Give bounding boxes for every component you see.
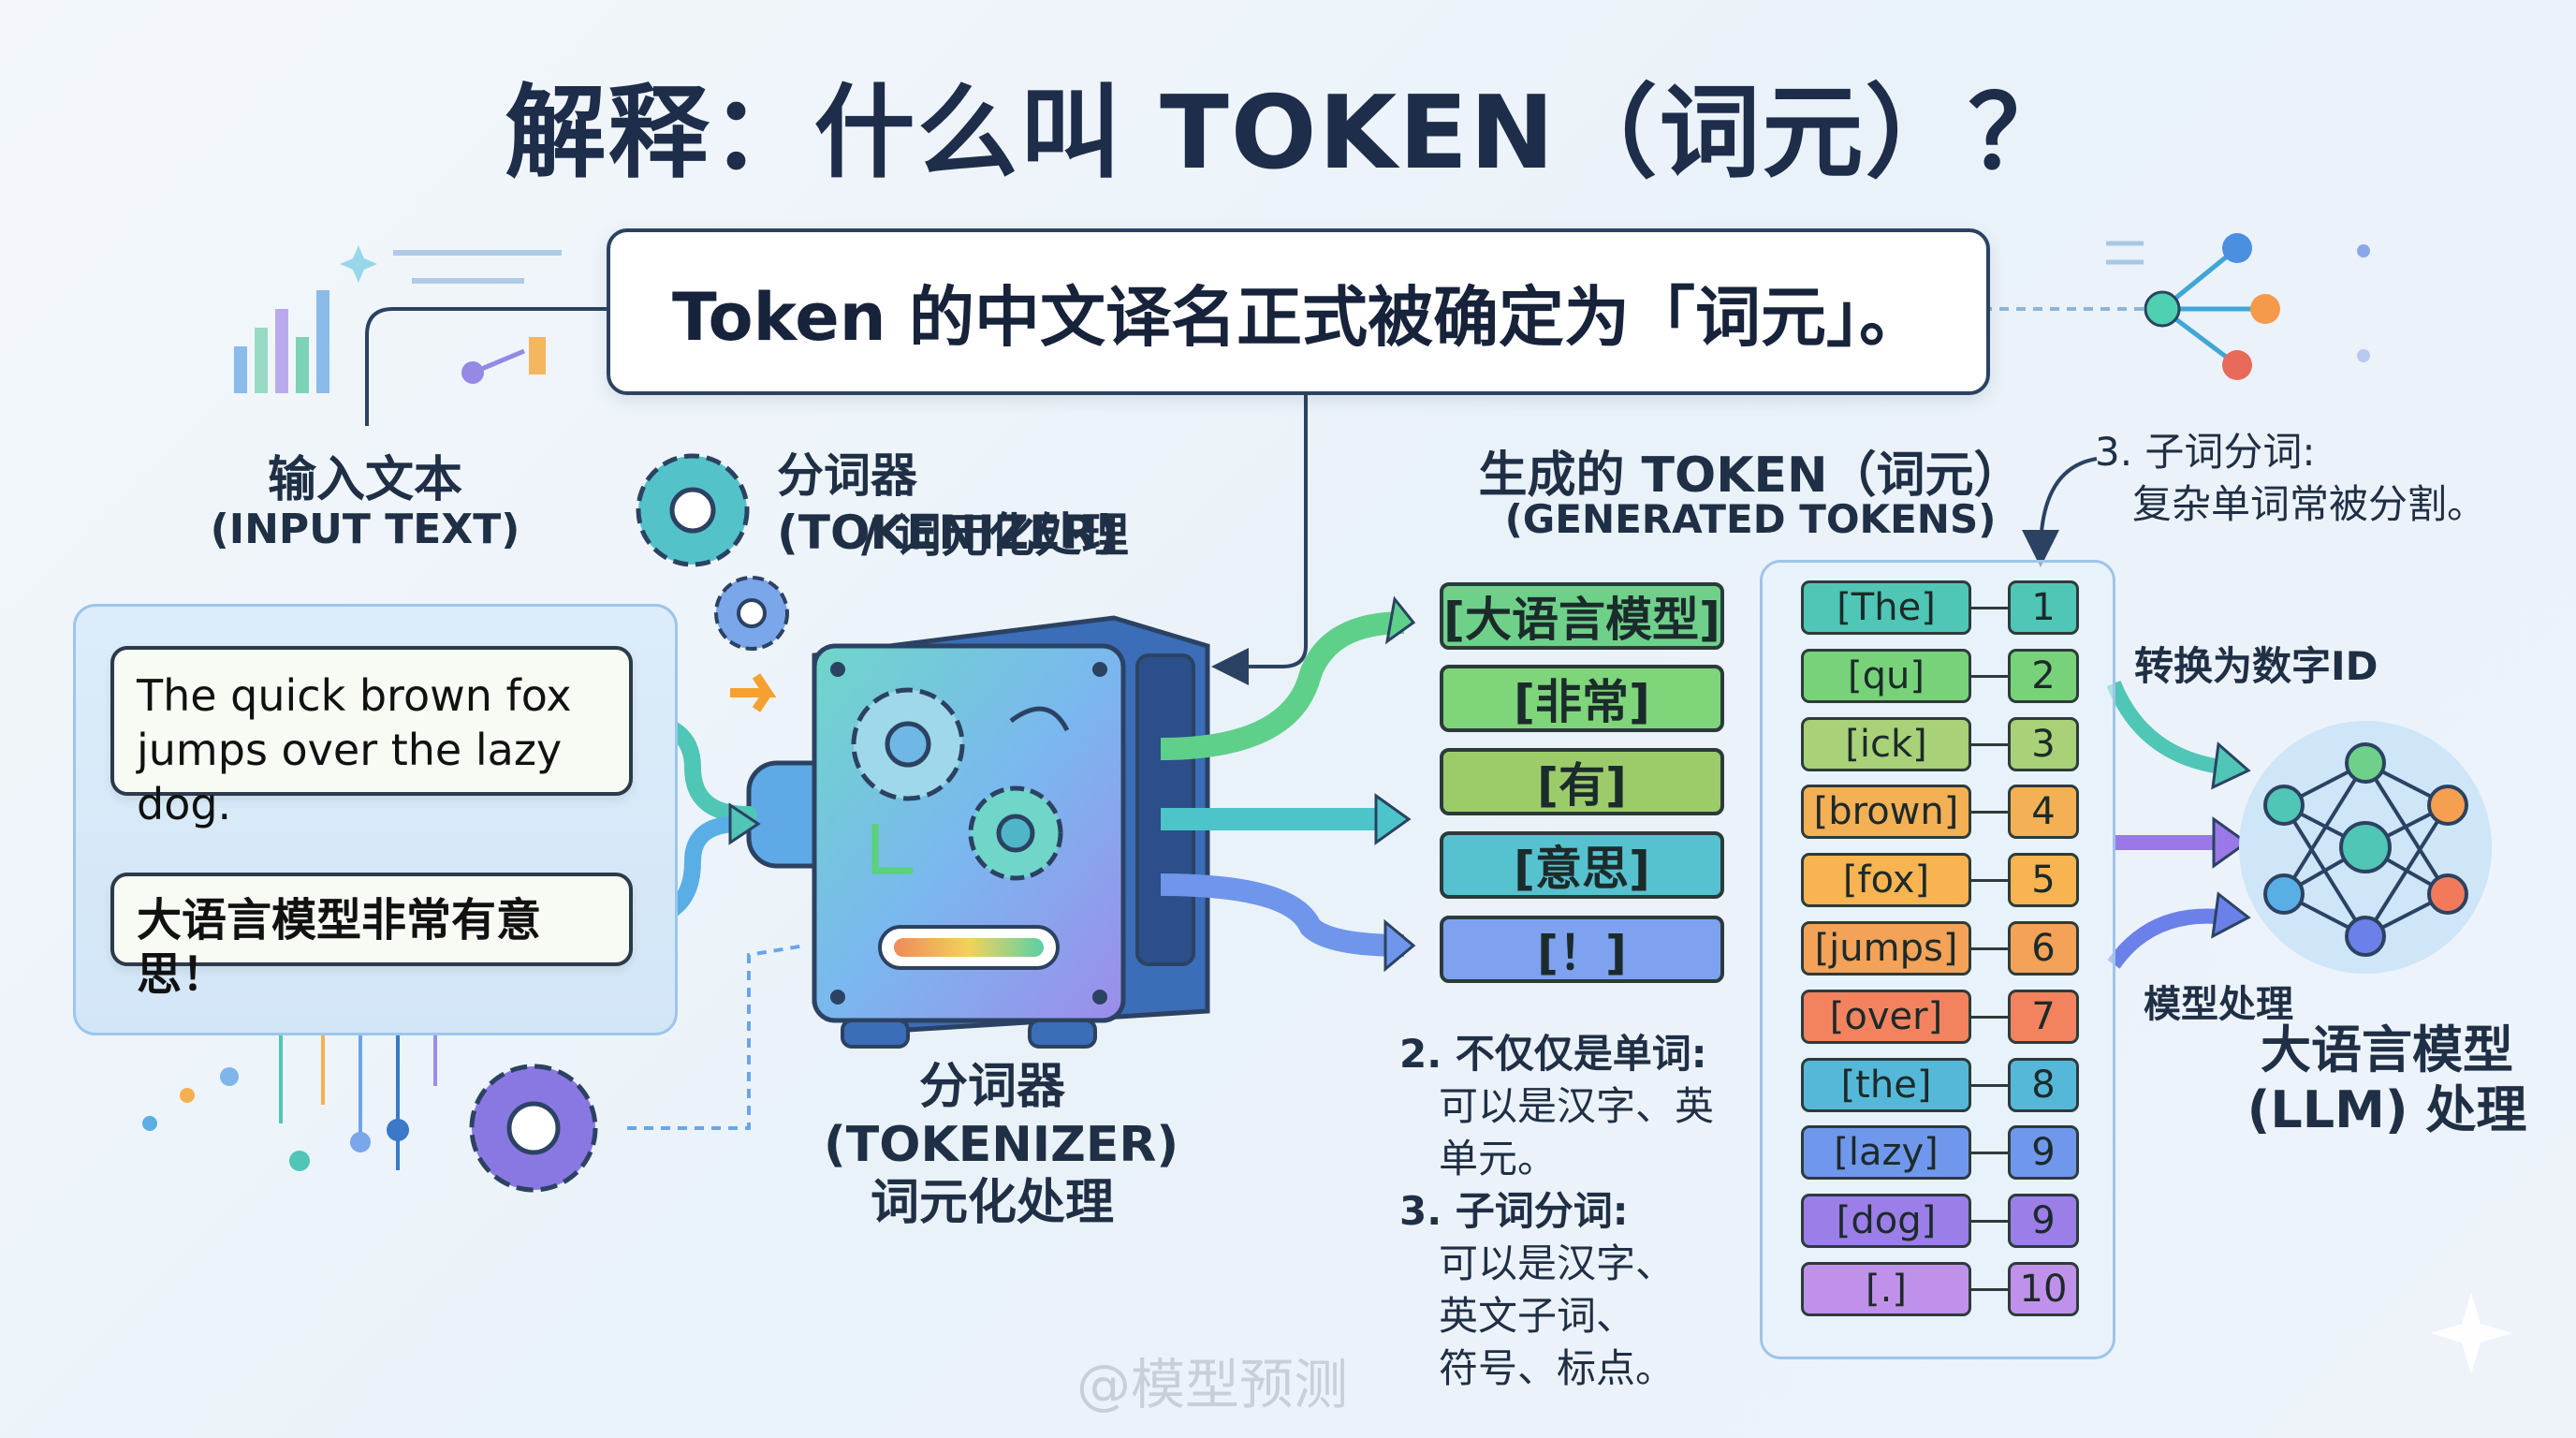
token-id: 4	[2008, 785, 2079, 840]
token-id-connector	[1971, 1288, 2008, 1291]
llm-network-icon	[2239, 721, 2492, 974]
tokenizer-caption-line2: (TOKENIZER)	[824, 1117, 1179, 1173]
token-id: 5	[2008, 853, 2079, 908]
subword-token: [dog]	[1801, 1194, 1971, 1249]
note2-head: 2. 不仅仅是单词:	[1399, 1031, 1707, 1077]
subword-token: [fox]	[1801, 853, 1971, 908]
token-id: 9	[2008, 1194, 2079, 1249]
token-id-connector	[1971, 947, 2008, 950]
sparkle-icon	[2430, 1292, 2512, 1374]
generated-tokens-title: 生成的 TOKEN（词元）	[1478, 448, 2023, 504]
tokenizer-caption-line1: 分词器	[918, 1059, 1065, 1115]
english-input-card: The quick brown fox jumps over the lazy …	[110, 646, 633, 829]
zh-token: [大语言模型]	[1440, 582, 1724, 650]
zh-token: [非常]	[1440, 665, 1724, 732]
token-id: 1	[2008, 580, 2079, 635]
subtitle-to-tokenizer-line	[1211, 388, 1308, 685]
token-id-connector	[1971, 879, 2008, 883]
convert-id-label: 转换为数字ID	[2134, 643, 2378, 689]
network-decor-icon	[2106, 233, 2370, 380]
tokenizer-machine	[746, 615, 1210, 1049]
model-process-label: 模型处理	[2144, 983, 2293, 1026]
tokenizer-caption: 分词器 (TOKENIZER) 词元化处理	[824, 1058, 1179, 1232]
english-text-line1: The quick brown fox	[137, 670, 572, 721]
input-subtitle: (INPUT TEXT)	[210, 506, 520, 553]
token-id: 8	[2008, 1057, 2079, 1112]
zh-token: [！]	[1440, 916, 1724, 983]
token-id-connector	[1971, 742, 2008, 746]
token-id: 6	[2008, 921, 2079, 976]
circuit-decor-icon	[142, 944, 806, 1193]
token-id: 9	[2008, 1125, 2079, 1181]
subtitle-to-input-line	[365, 307, 607, 426]
token-id: 3	[2008, 716, 2079, 771]
llm-title-line2: (LLM) 处理	[2247, 1080, 2527, 1139]
note3-line3: 符号、标点。	[1439, 1345, 1676, 1391]
subtitle-box: Token 的中文译名正式被确定为「词元」。	[607, 228, 1990, 395]
token-id: 2	[2008, 648, 2079, 703]
token-id-connector	[1971, 607, 2008, 609]
chart-decor-icon	[234, 245, 562, 393]
subword-token: [lazy]	[1801, 1125, 1971, 1181]
note2-line2: 单元。	[1439, 1136, 1558, 1181]
generated-tokens-subtitle: (GENERATED TOKENS)	[1504, 496, 1997, 542]
notes-block: 2. 不仅仅是单词: 可以是汉字、英 单元。 3. 子词分词: 可以是汉字、 英…	[1399, 1028, 1774, 1395]
token-id-connector	[1971, 1152, 2008, 1155]
subword-token: [ick]	[1801, 716, 1971, 771]
subword-token: [The]	[1801, 580, 1971, 635]
llm-title-line1: 大语言模型	[2261, 1020, 2513, 1079]
note3-head: 3. 子词分词:	[1399, 1188, 1629, 1234]
token-id-connector	[1971, 1220, 2008, 1224]
note3-line2: 英文子词、	[1439, 1293, 1636, 1339]
token-id: 7	[2008, 989, 2079, 1044]
subword-token: [brown]	[1801, 785, 1971, 840]
zh-token: [意思]	[1440, 831, 1724, 899]
tokenizer-title: 分词器 (TOKENIZER)	[777, 448, 1119, 560]
subword-token: [jumps]	[1801, 921, 1971, 976]
zh-token: [有]	[1440, 748, 1724, 815]
subword-note-line1: 3. 子词分词:	[2095, 429, 2316, 475]
subword-note-line2: 复杂单词常被分割。	[2132, 481, 2487, 527]
subword-note: 3. 子词分词: 复杂单词常被分割。	[2095, 426, 2544, 531]
token-id-connector	[1971, 1015, 2008, 1019]
english-text-line2: jumps over the lazy dog.	[137, 725, 563, 829]
watermark: @模型预测	[1076, 1353, 1349, 1416]
tokenizer-subtitle: / 词元化处理	[861, 508, 1129, 563]
chinese-input-card: 大语言模型非常有意思！	[110, 873, 633, 1001]
note2-line1: 可以是汉字、英	[1439, 1083, 1715, 1129]
token-id-connector	[1971, 674, 2008, 678]
page-title: 解释：什么叫 TOKEN（词元）？	[505, 75, 2071, 192]
chinese-text: 大语言模型非常有意思！	[137, 894, 542, 1001]
subword-token: [qu]	[1801, 648, 1971, 703]
token-id-connector	[1971, 811, 2008, 814]
subword-token: [the]	[1801, 1057, 1971, 1112]
llm-title: 大语言模型 (LLM) 处理	[2247, 1020, 2527, 1140]
token-id: 10	[2008, 1262, 2079, 1316]
tokenizer-caption-line3: 词元化处理	[870, 1175, 1114, 1231]
subword-token: [over]	[1801, 989, 1971, 1044]
subword-token: [.]	[1801, 1262, 1971, 1316]
input-title: 输入文本	[267, 452, 462, 508]
token-id-connector	[1971, 1083, 2008, 1087]
note3-line1: 可以是汉字、	[1439, 1240, 1676, 1286]
subtitle-text: Token 的中文译名正式被确定为「词元」。	[672, 278, 1925, 356]
